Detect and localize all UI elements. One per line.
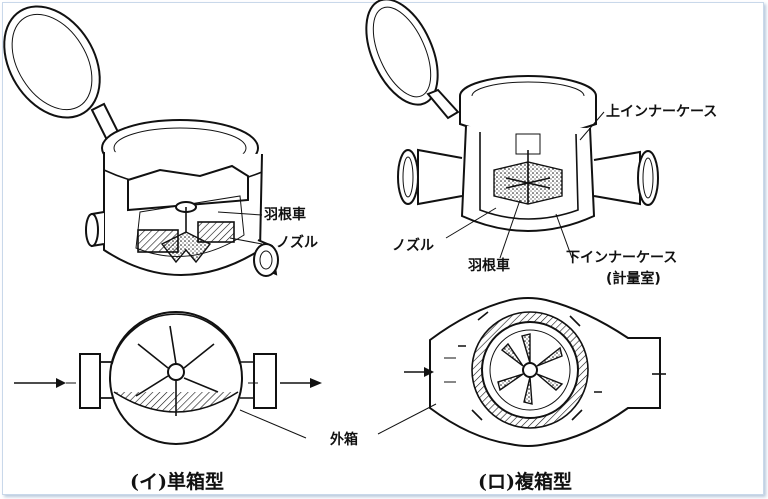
- leader-nozzle-left: [229, 237, 263, 245]
- pipe-right-outlet: [593, 150, 659, 206]
- inlet-flange-left: [79, 353, 101, 409]
- label-upper-inner-case: 上インナーケース: [606, 104, 717, 120]
- lid-right: [365, 0, 460, 120]
- leader-outer-case-left: [239, 409, 307, 439]
- leader-nozzle-right: [445, 207, 497, 239]
- pipe-left-outlet: [253, 239, 279, 277]
- impeller-right-3d: [493, 150, 563, 205]
- multi-case-section: [377, 297, 666, 447]
- outlet-flange-left: [253, 353, 277, 409]
- inflow-arrow-right: [404, 367, 434, 377]
- lid-left: [3, 5, 126, 152]
- caption-multi-case: (ロ)複箱型: [478, 470, 572, 493]
- label-nozzle-right: ノズル: [392, 237, 434, 254]
- upper-inner-case-outline: [479, 132, 579, 220]
- leader-outer-case-right: [377, 403, 437, 435]
- pipe-left-inlet: [85, 211, 105, 248]
- leader-impeller-left: [217, 211, 263, 216]
- single-case-section: [14, 311, 322, 445]
- impeller-section-left: [135, 325, 219, 416]
- impeller-section-right: [497, 333, 564, 405]
- leader-upper-inner-case: [579, 111, 605, 141]
- label-outer-case: 外箱: [330, 431, 358, 448]
- leader-lower-inner-case: [555, 213, 573, 259]
- multi-case-meter-illustration: [365, 0, 659, 259]
- caption-single-case: (イ)単箱型: [130, 470, 224, 493]
- single-case-meter-illustration: [3, 5, 279, 277]
- label-nozzle-left: ノズル: [276, 234, 318, 251]
- label-measuring-chamber: (計量室): [606, 270, 661, 287]
- label-lower-inner-case: 下インナーケース: [566, 250, 677, 266]
- outflow-arrow-left: [280, 378, 322, 388]
- inflow-arrow-left: [14, 378, 66, 388]
- impeller-left-3d: [160, 201, 212, 264]
- pipe-right-inlet: [397, 148, 463, 206]
- leader-impeller-right: [499, 199, 521, 259]
- label-impeller-left: 羽根車: [264, 206, 306, 223]
- label-impeller-right: 羽根車: [468, 257, 510, 274]
